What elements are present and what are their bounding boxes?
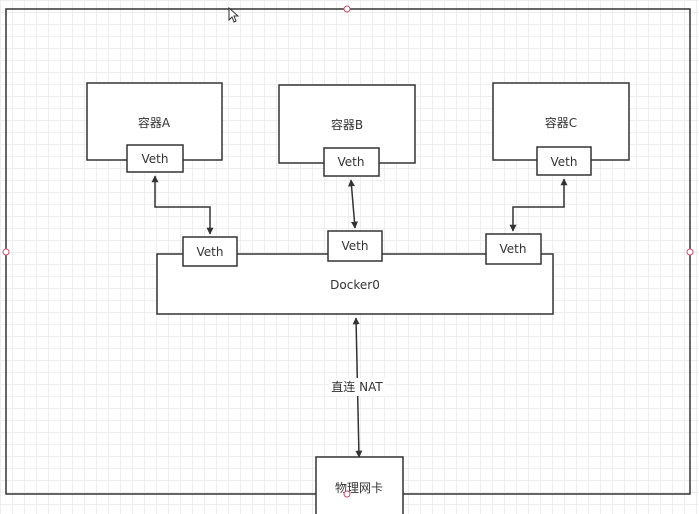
frame-handle-top[interactable] — [343, 5, 351, 13]
frame-handle-bottom[interactable] — [343, 490, 351, 498]
physical-nic[interactable]: 物理网卡 — [315, 456, 404, 514]
container-a-veth-label: Veth — [142, 152, 169, 166]
bridge-veth-b-box[interactable] — [327, 230, 383, 262]
container-c-veth-box[interactable] — [536, 146, 592, 176]
physical-nic-box[interactable] — [315, 456, 404, 514]
mouse-pointer-icon — [228, 6, 240, 23]
physical-nic-label: 物理网卡 — [335, 481, 383, 495]
container-b-label: 容器B — [331, 117, 363, 132]
link-a-connector[interactable] — [151, 175, 214, 235]
container-b-veth-box[interactable] — [323, 147, 380, 177]
bridge-veth-c-label: Veth — [500, 242, 527, 256]
container-a-veth-box[interactable] — [126, 144, 184, 173]
frame-handle-right[interactable] — [686, 248, 694, 256]
container-c[interactable]: 容器C Veth — [492, 82, 630, 176]
container-b[interactable]: 容器B Veth — [278, 84, 416, 177]
nat-label-background — [329, 378, 385, 396]
bridge-veth-c-box[interactable] — [485, 233, 542, 265]
bridge-veth-a-label: Veth — [197, 245, 224, 259]
link-b-connector[interactable] — [348, 179, 358, 229]
bridge-veth-a-box[interactable] — [182, 236, 238, 267]
link-c-connector[interactable] — [509, 178, 568, 232]
container-a[interactable]: 容器A Veth — [86, 82, 223, 173]
container-c-veth-label: Veth — [551, 155, 578, 169]
container-c-label: 容器C — [545, 115, 577, 130]
docker0-bridge[interactable]: Docker0 Veth Veth Veth — [156, 230, 554, 315]
frame-handle-left[interactable] — [2, 248, 10, 256]
container-b-veth-label: Veth — [338, 155, 365, 169]
container-a-label: 容器A — [138, 115, 171, 130]
bridge-veth-b-label: Veth — [342, 239, 369, 253]
nat-label: 直连 NAT — [331, 379, 383, 394]
docker0-label: Docker0 — [330, 278, 380, 292]
